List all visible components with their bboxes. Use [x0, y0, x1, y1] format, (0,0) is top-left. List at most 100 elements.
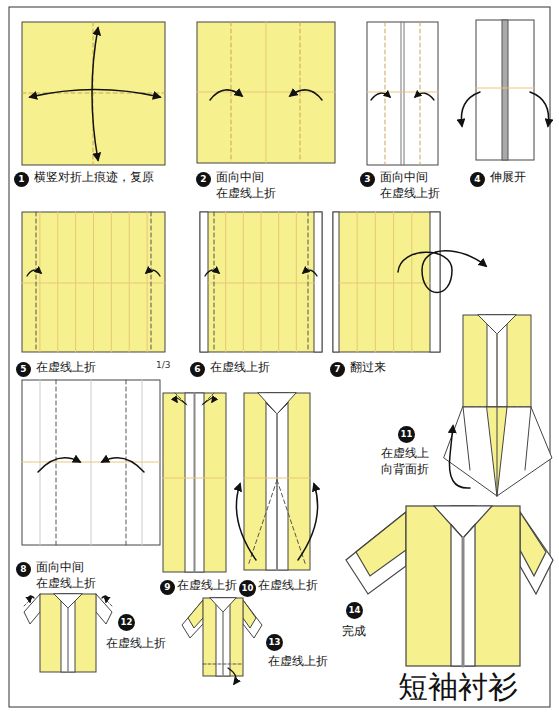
- figure-stroke: [38, 458, 80, 472]
- figure-stroke: [476, 20, 534, 160]
- figure-stroke: [367, 92, 438, 93]
- figure-stroke: [57, 212, 58, 352]
- figure-stroke: [30, 596, 35, 602]
- figure-stroke: [163, 393, 226, 572]
- figure-stroke: [266, 403, 288, 414]
- step-1-figure: [22, 22, 165, 165]
- figure-stroke: [203, 664, 243, 665]
- figure-stroke: [231, 22, 232, 163]
- figure-stroke: [188, 600, 203, 628]
- figure-stroke: [228, 668, 236, 684]
- figure-stroke: [277, 480, 306, 566]
- figure-stroke: [146, 270, 160, 276]
- figure-stroke: [404, 22, 405, 165]
- figure-stroke: [163, 478, 226, 479]
- figure-stroke: [243, 212, 244, 352]
- figure-stroke: [462, 538, 465, 666]
- step-number: 1: [14, 172, 29, 187]
- step-4-figure: [461, 20, 548, 160]
- step-caption: 在虚线上折: [210, 360, 270, 376]
- step-number: 6: [190, 362, 205, 377]
- step-12-figure: [24, 594, 112, 672]
- figure-stroke: [22, 212, 165, 352]
- step-caption: 横竖对折上痕迹，复原: [34, 170, 154, 186]
- figure-stroke: [194, 393, 196, 572]
- figure-stroke: [406, 506, 520, 666]
- diagram-title: 短袖衬衫: [398, 667, 518, 708]
- figure-stroke: [415, 93, 434, 100]
- figure-stroke: [244, 393, 310, 570]
- figure-stroke: [9, 7, 550, 707]
- figure-stroke: [111, 212, 112, 352]
- figure-stroke: [296, 212, 297, 352]
- step-number: 10: [239, 580, 256, 597]
- fraction-note: 1/3: [156, 360, 170, 372]
- figure-stroke: [182, 600, 203, 638]
- figure-stroke: [243, 600, 262, 638]
- figure-stroke: [102, 458, 144, 472]
- figure-stroke: [393, 212, 394, 352]
- figure-stroke: [175, 397, 186, 404]
- step-caption: 在虚线上折: [268, 654, 328, 670]
- step-caption: 在虚线上折: [36, 360, 96, 376]
- figure-stroke: [24, 594, 40, 624]
- step-caption: 在虚线上折: [106, 636, 166, 652]
- figure-stroke: [520, 512, 553, 594]
- figure-stroke: [40, 594, 96, 672]
- figure-stroke: [214, 212, 215, 352]
- step-caption: 翻过来: [350, 360, 386, 376]
- step-number: 9: [160, 580, 175, 595]
- figure-stroke: [244, 478, 310, 479]
- figure-stroke: [300, 22, 301, 163]
- step-number: 2: [196, 172, 211, 187]
- figure-stroke: [478, 315, 516, 334]
- step-number: 8: [16, 562, 31, 577]
- figure-stroke: [451, 524, 475, 538]
- figure-stroke: [54, 594, 82, 608]
- figure-stroke: [56, 380, 57, 545]
- step-13-figure: [182, 598, 262, 684]
- step-8-figure: [22, 380, 160, 545]
- figure-stroke: [200, 212, 208, 352]
- figure-stroke: [225, 212, 226, 352]
- figure-stroke: [261, 212, 262, 352]
- figure-stroke: [203, 598, 243, 676]
- figure-stroke: [203, 397, 214, 404]
- figure-stroke: [430, 212, 440, 352]
- figure-stroke: [200, 212, 322, 352]
- figure-stroke: [520, 512, 546, 576]
- figure-stroke: [346, 512, 406, 594]
- step-caption: 面向中间 在虚线上折: [380, 170, 440, 201]
- step-number: 14: [346, 602, 363, 619]
- step-number: 3: [360, 172, 375, 187]
- step-caption: 面向中间 在虚线上折: [216, 170, 276, 201]
- figure-stroke: [67, 608, 69, 672]
- figure-stroke: [290, 90, 322, 100]
- step-6-figure: [200, 212, 322, 352]
- figure-stroke: [96, 594, 112, 624]
- figure-stroke: [461, 92, 480, 126]
- figure-stroke: [530, 92, 549, 126]
- figure-stroke: [248, 480, 277, 566]
- step-3-figure: [367, 22, 438, 165]
- step-number: 12: [118, 614, 135, 631]
- figure-stroke: [185, 393, 204, 572]
- figure-stroke: [236, 484, 256, 560]
- figure-stroke: [367, 22, 438, 165]
- figure-stroke: [205, 270, 219, 276]
- step-2-figure: [197, 22, 335, 163]
- figure-stroke: [22, 283, 165, 284]
- figure-stroke: [298, 484, 318, 560]
- figure-stroke: [93, 212, 94, 352]
- step-number: 4: [470, 172, 485, 187]
- figure-stroke: [258, 393, 296, 414]
- figure-stroke: [151, 212, 152, 352]
- figure-stroke: [222, 612, 224, 676]
- figure-stroke: [24, 596, 34, 606]
- figure-stroke: [303, 270, 317, 276]
- figure-stroke: [401, 22, 402, 165]
- figure-stroke: [210, 598, 236, 612]
- step-10-figure: [236, 393, 317, 570]
- figure-stroke: [476, 88, 534, 89]
